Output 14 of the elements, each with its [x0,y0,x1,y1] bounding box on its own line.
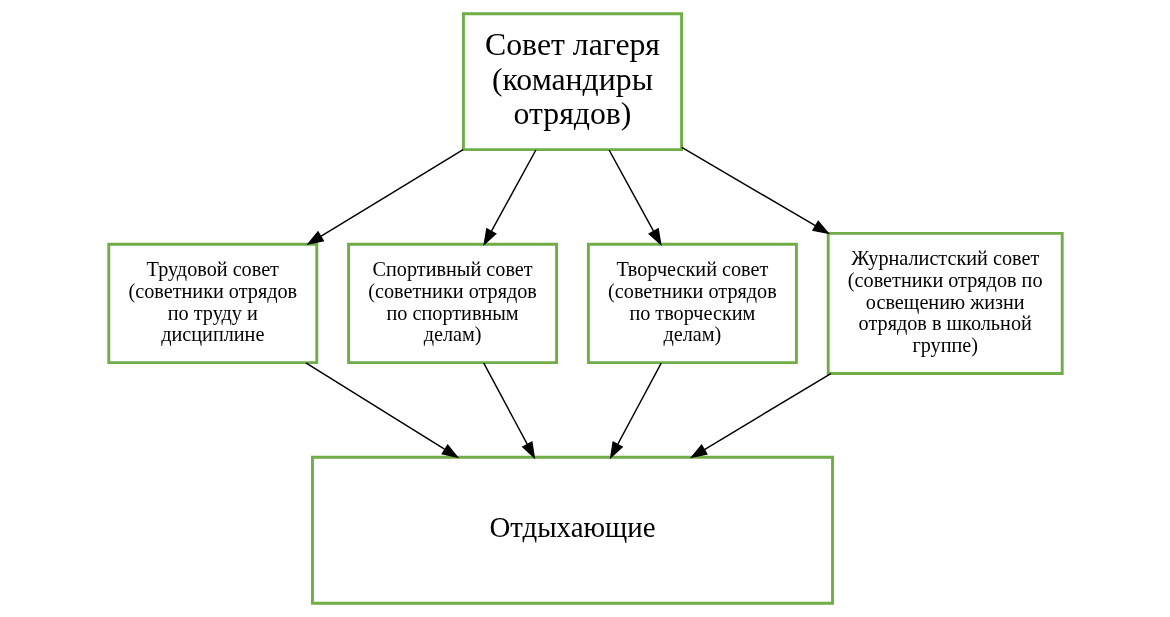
node-box: Трудовой совет (советники отрядов по труду и дисциплине [106,242,318,365]
node-box: Спортивный совет (советники отрядов по спортивным делам) [346,242,558,365]
node-box: Отдыхающие [310,455,834,605]
arrow [305,148,464,246]
arrow [482,149,537,246]
node-box: Журналистский совет (советники отрядов по освещению жизни отрядов в школьной группе) [826,231,1064,375]
arrow [304,362,459,459]
arrow [609,362,662,460]
arrow [607,149,662,246]
node-box: Творческий совет (советники отрядов по творческим делам) [586,242,798,365]
arrow [689,372,832,459]
arrow [680,146,830,235]
node-box: Совет лагеря (командиры отрядов) [461,12,683,152]
arrow [482,362,535,460]
